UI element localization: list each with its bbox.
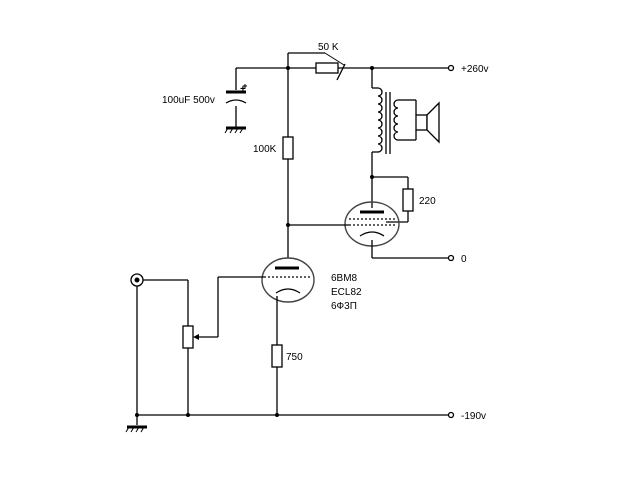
ground-symbol-input xyxy=(125,425,147,433)
label-r-220: 220 xyxy=(419,196,436,207)
junction-dot xyxy=(275,413,279,417)
output-transformer xyxy=(371,68,417,177)
label-r-plate: 100K xyxy=(253,144,277,155)
label-tube-ecl82: ECL82 xyxy=(331,287,362,298)
label-capacitor: 100uF 500v xyxy=(162,95,215,106)
junction-dot xyxy=(370,175,374,179)
input-jack xyxy=(130,273,188,425)
label-r-750: 750 xyxy=(286,352,303,363)
ground-symbol-cap xyxy=(224,126,246,134)
volume-potentiometer xyxy=(182,280,199,415)
label-rail-minus: -190v xyxy=(461,411,486,422)
label-pot-50k: 50 K xyxy=(318,42,339,53)
speaker-icon xyxy=(415,101,440,144)
input-tube xyxy=(196,257,315,345)
terminal-zero xyxy=(447,254,455,262)
potentiometer-50k xyxy=(287,52,346,81)
junction-dot xyxy=(135,413,139,417)
label-cap-polarity: + xyxy=(240,84,246,95)
junction-dot xyxy=(186,413,190,417)
resistor-100k xyxy=(282,68,294,258)
resistor-750 xyxy=(271,344,283,415)
label-rail-plus: +260v xyxy=(461,64,489,75)
label-rail-zero: 0 xyxy=(461,254,467,265)
terminal-minus xyxy=(447,411,455,419)
label-tube-6f3p: 6Ф3П xyxy=(331,301,357,312)
filter-capacitor xyxy=(225,84,247,104)
terminal-plus xyxy=(447,64,455,72)
label-tube-6bm8: 6BM8 xyxy=(331,273,358,284)
junction-dot xyxy=(286,223,290,227)
output-tube xyxy=(288,176,451,259)
